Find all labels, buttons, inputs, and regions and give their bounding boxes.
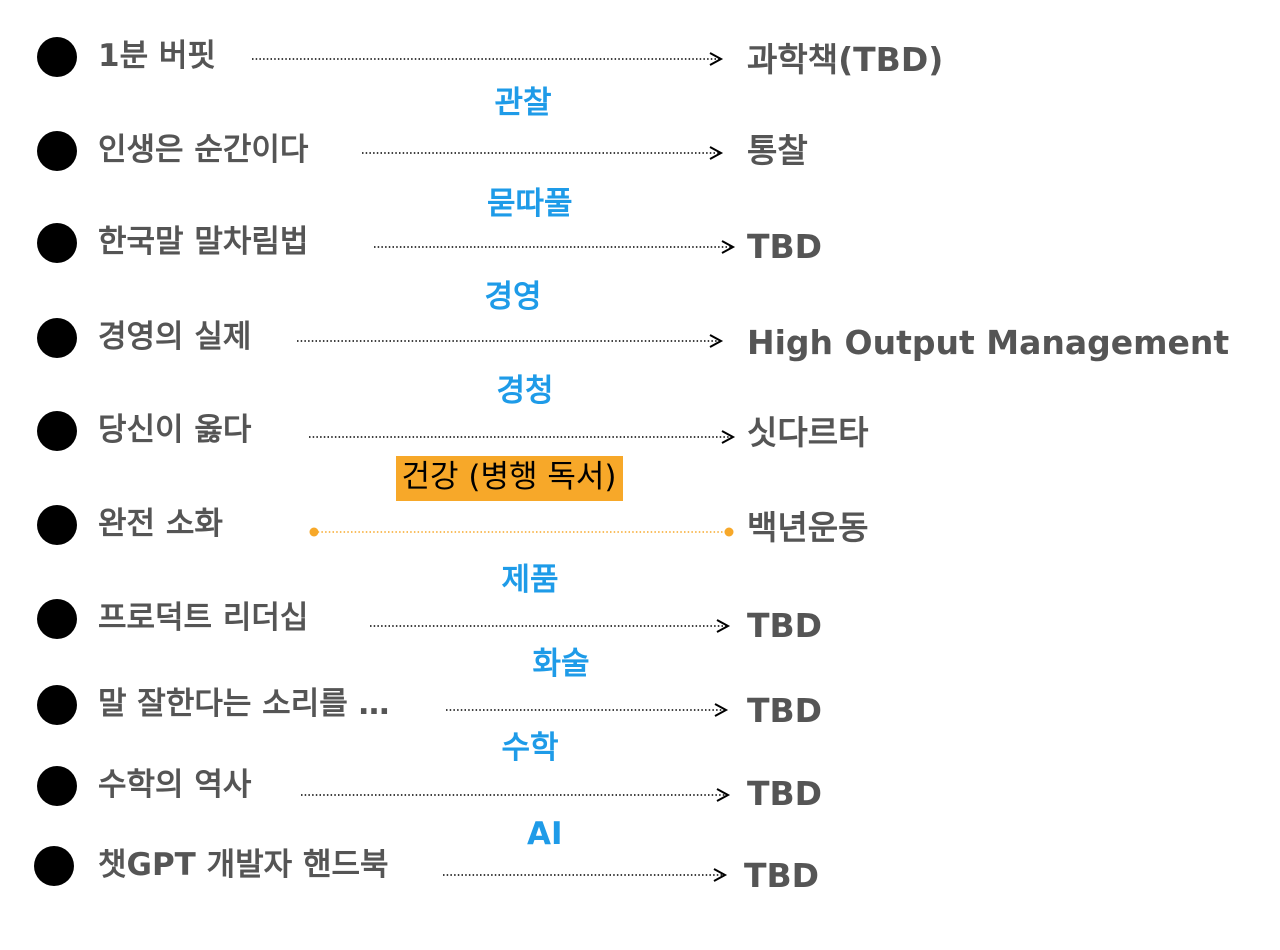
target-label: High Output Management [747,323,1230,362]
connector-arrow [362,146,724,160]
target-label: 싯다르타 [747,413,869,452]
bullet-dot [37,599,77,639]
book-title: 당신이 옳다 [98,412,252,448]
topic-label: 묻따풀 [487,186,573,222]
target-label: TBD [747,691,823,730]
bullet-dot [37,131,77,171]
connector-arrow [301,788,731,802]
target-label: TBD [747,227,823,266]
target-label: TBD [744,856,820,895]
connector-arrow [374,240,736,254]
topic-label: 관찰 [494,85,552,121]
bullet-dot [34,846,74,886]
book-title: 1분 버핏 [98,38,216,74]
book-title: 경영의 실제 [98,319,252,355]
bullet-dot [37,685,77,725]
bullet-dot [37,37,77,77]
connector-line [309,527,734,537]
book-title: 수학의 역사 [98,767,252,803]
book-title: 챗GPT 개발자 핸드북 [98,847,389,883]
connector-arrow [446,703,729,717]
target-label: 통찰 [747,131,808,170]
target-label: TBD [747,606,823,645]
bullet-dot [37,318,77,358]
bullet-dot [37,766,77,806]
book-title: 말 잘한다는 소리를 … [98,686,390,722]
connector-arrow [297,334,724,348]
connector-arrow [370,619,731,633]
connector-arrow [252,52,724,66]
book-title: 완전 소화 [98,506,223,542]
connector-arrow [443,868,728,882]
book-title: 한국말 말차림법 [98,224,309,260]
target-label: 백년운동 [747,508,869,547]
bullet-dot [37,223,77,263]
topic-label: AI [527,816,563,852]
topic-label: 경영 [484,279,542,315]
topic-label: 경청 [496,373,554,409]
topic-label: 화술 [532,646,590,682]
bullet-dot [37,505,77,545]
topic-highlight-label: 건강 (병행 독서) [395,456,623,501]
target-label: 과학책(TBD) [747,40,944,79]
target-label: TBD [747,774,823,813]
topic-label: 수학 [501,730,559,766]
connector-arrow [309,430,736,444]
book-title: 프로덕트 리더십 [98,600,309,636]
bullet-dot [37,411,77,451]
book-title: 인생은 순간이다 [98,132,309,168]
topic-label: 제품 [501,562,559,598]
